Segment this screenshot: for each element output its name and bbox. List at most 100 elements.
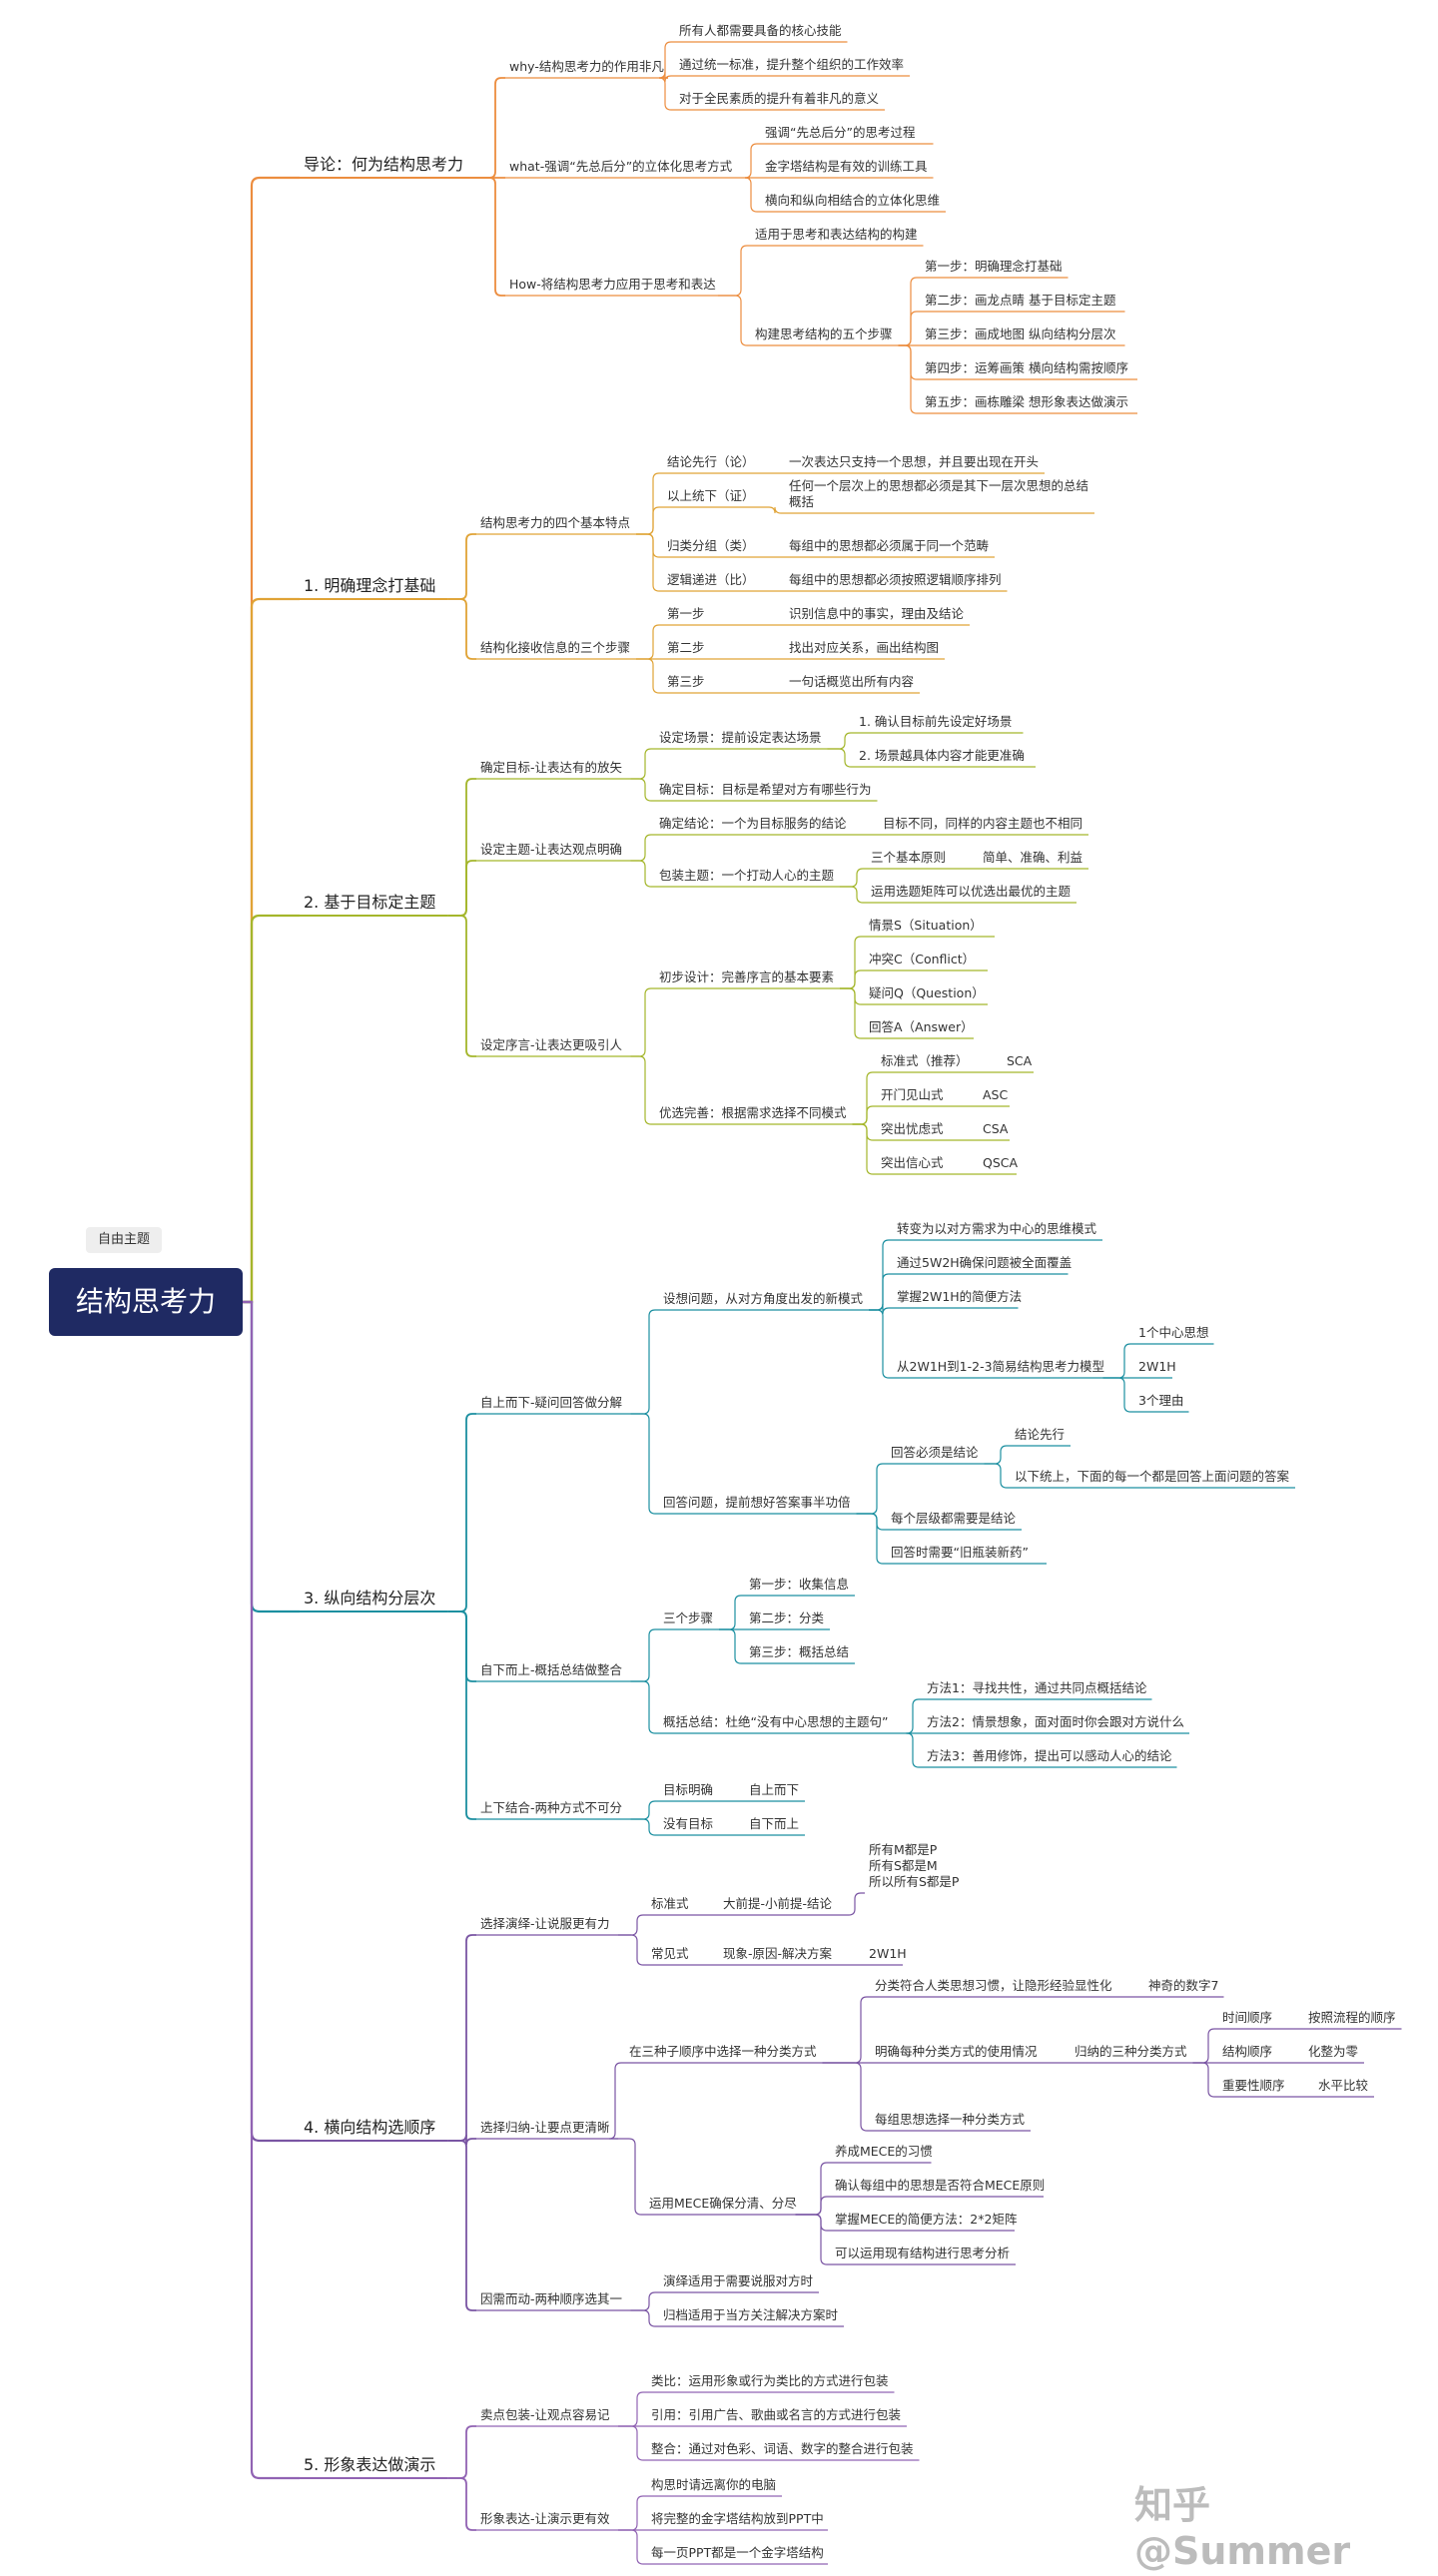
topic-b2c[interactable]: 设定序言-让表达更吸引人: [480, 1037, 623, 1052]
topic-b3a2a2[interactable]: 以下统上，下面的每一个都是回答上面问题的答案: [1015, 1469, 1290, 1484]
topic-b3a2a1[interactable]: 结论先行: [1015, 1427, 1066, 1442]
topic-b2c2b[interactable]: 开门见山式: [881, 1087, 944, 1102]
topic-b0c2[interactable]: 构建思考结构的五个步骤: [755, 326, 893, 341]
topic-b0b2[interactable]: 金字塔结构是有效的训练工具: [765, 159, 928, 174]
topic-b0c[interactable]: How-将结构思考力应用于思考和表达: [509, 277, 716, 292]
topic-b3a1d[interactable]: 从2W1H到1-2-3简易结构思考力模型: [897, 1359, 1105, 1374]
topic-b1b1x[interactable]: 识别信息中的事实，理由及结论: [789, 606, 965, 621]
topic-b0a2[interactable]: 通过统一标准，提升整个组织的工作效率: [679, 57, 905, 72]
topic-b0b3[interactable]: 横向和纵向相结合的立体化思维: [765, 193, 941, 208]
topic-b2c1c[interactable]: 疑问Q（Question）: [869, 985, 985, 1000]
topic-b1[interactable]: 1. 明确理念打基础: [304, 576, 436, 595]
topic-b3a2[interactable]: 回答问题，提前想好答案事半功倍: [663, 1495, 851, 1510]
topic-b3a1[interactable]: 设想问题，从对方角度出发的新模式: [663, 1291, 864, 1306]
topic-b5b[interactable]: 形象表达-让演示更有效: [480, 2511, 610, 2526]
topic-b4c1[interactable]: 演绎适用于需要说服对方时: [663, 2273, 814, 2288]
topic-b2b2b[interactable]: 运用选题矩阵可以优选出最优的主题: [871, 884, 1072, 899]
topic-b5a2[interactable]: 引用：引用广告、歌曲或名言的方式进行包装: [651, 2407, 902, 2422]
topic-b0c2b[interactable]: 第二步：画龙点睛 基于目标定主题: [925, 293, 1116, 308]
topic-b3c2[interactable]: 没有目标: [663, 1816, 714, 1831]
topic-b0a3[interactable]: 对于全民素质的提升有着非凡的意义: [679, 91, 880, 106]
topic-b3b1c[interactable]: 第三步：概括总结: [749, 1644, 850, 1659]
topic-b0a1[interactable]: 所有人都需要具备的核心技能: [679, 23, 842, 38]
topic-b4a1[interactable]: 标准式: [651, 1896, 689, 1911]
topic-b4c[interactable]: 因需而动-两种顺序选其一: [480, 2291, 623, 2306]
topic-b2c2dx[interactable]: QSCA: [983, 1155, 1019, 1170]
topic-b3a1c[interactable]: 掌握2W1H的简便方法: [897, 1289, 1023, 1304]
topic-b2c2d[interactable]: 突出信心式: [881, 1155, 944, 1170]
topic-b1a1x[interactable]: 一次表达只支持一个思想，并且要出现在开头: [789, 454, 1040, 469]
topic-b1a3x[interactable]: 每组中的思想都必须属于同一个范畴: [789, 538, 990, 553]
topic-b0b[interactable]: what-强调“先总后分”的立体化思考方式: [509, 159, 733, 174]
topic-b2a[interactable]: 确定目标-让表达有的放矢: [480, 760, 623, 775]
topic-b0c1[interactable]: 适用于思考和表达结构的构建: [755, 227, 918, 242]
topic-b3b[interactable]: 自下而上-概括总结做整合: [480, 1662, 623, 1677]
topic-b2c2[interactable]: 优选完善：根据需求选择不同模式: [659, 1105, 847, 1120]
topic-b4a2a[interactable]: 现象-原因-解决方案: [723, 1946, 833, 1961]
topic-b3a[interactable]: 自上而下-疑问回答做分解: [480, 1395, 623, 1410]
topic-b4b2b[interactable]: 确认每组中的思想是否符合MECE原则: [835, 2178, 1046, 2193]
topic-b4b1b1x[interactable]: 按照流程的顺序: [1308, 2010, 1396, 2025]
topic-b2b2ax[interactable]: 简单、准确、利益: [983, 850, 1083, 865]
topic-b2c1d[interactable]: 回答A（Answer）: [869, 1019, 974, 1034]
topic-b3c2x[interactable]: 自下而上: [749, 1816, 800, 1831]
topic-b4b2[interactable]: 运用MECE确保分清、分尽: [649, 2196, 797, 2211]
topic-b2b2[interactable]: 包装主题：一个打动人心的主题: [659, 868, 835, 883]
topic-b5a[interactable]: 卖点包装-让观点容易记: [480, 2407, 610, 2422]
topic-b4b1[interactable]: 在三种子顺序中选择一种分类方式: [629, 2044, 817, 2059]
topic-b2[interactable]: 2. 基于目标定主题: [304, 893, 436, 912]
topic-b3b2[interactable]: 概括总结：杜绝“没有中心思想的主题句”: [663, 1714, 889, 1729]
topic-b4b1b2x[interactable]: 化整为零: [1308, 2044, 1359, 2059]
topic-b4b2a[interactable]: 养成MECE的习惯: [835, 2144, 933, 2159]
topic-b4a1a[interactable]: 大前提-小前提-结论: [723, 1896, 833, 1911]
topic-b4c2[interactable]: 归档适用于当方关注解决方案时: [663, 2307, 839, 2322]
topic-b0[interactable]: 导论：何为结构思考力: [304, 155, 464, 174]
topic-b4b1b[interactable]: 明确每种分类方式的使用情况: [875, 2044, 1038, 2059]
topic-b2c2bx[interactable]: ASC: [983, 1087, 1009, 1102]
topic-b2a1[interactable]: 设定场景：提前设定表达场景: [659, 730, 822, 745]
topic-b3b1a[interactable]: 第一步：收集信息: [749, 1577, 850, 1592]
free-topic-tag[interactable]: 自由主题: [86, 1227, 162, 1253]
topic-b2c1a[interactable]: 情景S（Situation）: [869, 918, 983, 933]
topic-b3[interactable]: 3. 纵向结构分层次: [304, 1589, 436, 1608]
topic-b2a1a[interactable]: 1. 确认目标前先设定好场景: [859, 714, 1013, 729]
topic-b0c2e[interactable]: 第五步：画栋雕梁 想形象表达做演示: [925, 394, 1128, 409]
topic-b2b1x[interactable]: 目标不同，同样的内容主题也不相同: [883, 816, 1083, 831]
topic-b4b1b1[interactable]: 时间顺序: [1222, 2010, 1273, 2025]
topic-b3a2c[interactable]: 回答时需要“旧瓶装新药”: [891, 1545, 1029, 1560]
topic-b5b2[interactable]: 将完整的金字塔结构放到PPT中: [651, 2511, 824, 2526]
topic-b2c2a[interactable]: 标准式（推荐）: [881, 1053, 969, 1068]
topic-b1a[interactable]: 结构思考力的四个基本特点: [480, 515, 631, 530]
topic-b1b2[interactable]: 第二步: [667, 640, 705, 655]
topic-b1b2x[interactable]: 找出对应关系，画出结构图: [789, 640, 940, 655]
topic-b3b2b[interactable]: 方法2：情景想象，面对面时你会跟对方说什么: [927, 1714, 1184, 1729]
topic-b4b1ax[interactable]: 神奇的数字7: [1148, 1978, 1219, 1993]
topic-b4b1c[interactable]: 每组思想选择一种分类方式: [875, 2112, 1026, 2127]
topic-b1b[interactable]: 结构化接收信息的三个步骤: [480, 640, 631, 655]
topic-b3a1a[interactable]: 转变为以对方需求为中心的思维模式: [897, 1221, 1097, 1236]
topic-b1b3x[interactable]: 一句话概览出所有内容: [789, 674, 915, 689]
topic-b4a2[interactable]: 常见式: [651, 1946, 689, 1961]
topic-b4[interactable]: 4. 横向结构选顺序: [304, 2118, 436, 2137]
topic-b1a3[interactable]: 归类分组（类）: [667, 538, 755, 553]
topic-b4b1b2[interactable]: 结构顺序: [1222, 2044, 1273, 2059]
topic-b3b1b[interactable]: 第二步：分类: [749, 1610, 825, 1625]
topic-b2c2ax[interactable]: SCA: [1007, 1053, 1033, 1068]
topic-b2b2a[interactable]: 三个基本原则: [871, 850, 947, 865]
topic-b3c1[interactable]: 目标明确: [663, 1782, 714, 1797]
topic-b4b1b3[interactable]: 重要性顺序: [1222, 2078, 1285, 2093]
topic-b1a4[interactable]: 逻辑递进（比）: [667, 572, 755, 587]
topic-b4b1bx[interactable]: 归纳的三种分类方式: [1075, 2044, 1187, 2059]
topic-b2c2c[interactable]: 突出忧虑式: [881, 1121, 944, 1136]
topic-b1a2[interactable]: 以上统下（证）: [667, 488, 755, 503]
topic-b0c2c[interactable]: 第三步：画成地图 纵向结构分层次: [925, 326, 1116, 341]
topic-b3a2a[interactable]: 回答必须是结论: [891, 1445, 979, 1460]
topic-b5a1[interactable]: 类比：运用形象或行为类比的方式进行包装: [651, 2373, 889, 2388]
topic-b2b[interactable]: 设定主题-让表达观点明确: [480, 842, 623, 857]
topic-b4a[interactable]: 选择演绎-让说服更有力: [480, 1916, 610, 1931]
topic-b2b1[interactable]: 确定结论：一个为目标服务的结论: [659, 816, 847, 831]
topic-b2a1b[interactable]: 2. 场景越具体内容才能更准确: [859, 748, 1025, 763]
topic-b1b3[interactable]: 第三步: [667, 674, 705, 689]
topic-b2c1[interactable]: 初步设计：完善序言的基本要素: [659, 969, 835, 984]
topic-b5b1[interactable]: 构思时请远离你的电脑: [651, 2477, 777, 2492]
